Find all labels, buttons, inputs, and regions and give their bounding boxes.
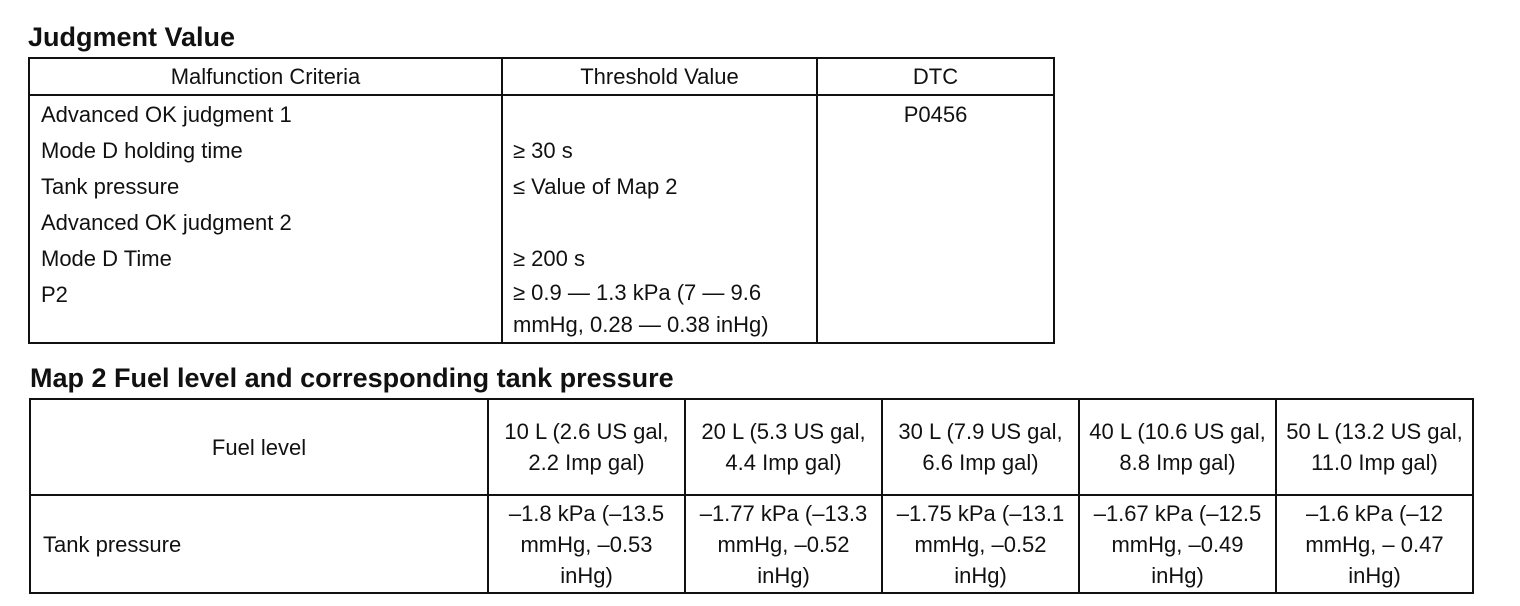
fuel-level-cell: 40 L (10.6 US gal, 8.8 Imp gal): [1078, 398, 1277, 496]
tank-pressure-value: –1.67 kPa (–12.5 mmHg, –0.49 inHg): [1093, 500, 1262, 588]
criteria-item: Advanced OK judgment 2: [41, 210, 292, 235]
fuel-level-value: 30 L (7.9 US gal, 6.6 Imp gal): [898, 419, 1063, 475]
criteria-column: Advanced OK judgment 1 Mode D holding ti…: [28, 94, 503, 344]
criteria-item: Mode D holding time: [41, 138, 243, 163]
fuel-level-value: 50 L (13.2 US gal, 11.0 Imp gal): [1286, 419, 1463, 475]
criteria-item: Mode D Time: [41, 246, 172, 271]
threshold-item: [513, 205, 816, 241]
fuel-level-cell: 20 L (5.3 US gal, 4.4 Imp gal): [684, 398, 883, 496]
criteria-item: Tank pressure: [41, 174, 180, 199]
dtc-column: P0456: [816, 94, 1055, 344]
judgment-header-row: Malfunction Criteria Threshold Value DTC: [28, 57, 1055, 96]
tank-pressure-value: –1.77 kPa (–13.3 mmHg, –0.52 inHg): [699, 500, 868, 588]
judgment-value-heading: Judgment Value: [28, 22, 236, 52]
tank-pressure-cell: –1.67 kPa (–12.5 mmHg, –0.49 inHg): [1078, 494, 1277, 594]
threshold-column: ≥ 30 s ≤ Value of Map 2 ≥ 200 s ≥ 0.9 — …: [501, 94, 818, 344]
threshold-item: ≥ 30 s: [513, 138, 573, 163]
fuel-level-cell: 30 L (7.9 US gal, 6.6 Imp gal): [881, 398, 1080, 496]
map-2-table: Fuel level 10 L (2.6 US gal, 2.2 Imp gal…: [29, 398, 1474, 594]
criteria-item: P2: [41, 282, 68, 307]
tank-pressure-value: –1.75 kPa (–13.1 mmHg, –0.52 inHg): [896, 500, 1065, 588]
header-threshold-value: Threshold Value: [501, 57, 818, 96]
fuel-level-value: 10 L (2.6 US gal, 2.2 Imp gal): [504, 419, 669, 475]
fuel-level-cell: 50 L (13.2 US gal, 11.0 Imp gal): [1275, 398, 1474, 496]
dtc-code: P0456: [903, 102, 968, 127]
judgment-value-table: Malfunction Criteria Threshold Value DTC…: [28, 57, 1055, 344]
tank-pressure-row: Tank pressure –1.8 kPa (–13.5 mmHg, –0.5…: [29, 494, 1474, 594]
tank-pressure-cell: –1.8 kPa (–13.5 mmHg, –0.53 inHg): [487, 494, 686, 594]
header-dtc: DTC: [816, 57, 1055, 96]
fuel-level-value: 20 L (5.3 US gal, 4.4 Imp gal): [701, 419, 866, 475]
tank-pressure-label: Tank pressure: [29, 494, 489, 594]
tank-pressure-cell: –1.6 kPa (–12 mmHg, – 0.47 inHg): [1275, 494, 1474, 594]
threshold-item: [513, 97, 816, 133]
tank-pressure-value: –1.8 kPa (–13.5 mmHg, –0.53 inHg): [508, 500, 665, 588]
threshold-item: ≥ 0.9 — 1.3 kPa (7 — 9.6 mmHg, 0.28 — 0.…: [513, 280, 769, 337]
judgment-body-row: Advanced OK judgment 1 Mode D holding ti…: [28, 94, 1055, 344]
fuel-level-value: 40 L (10.6 US gal, 8.8 Imp gal): [1089, 419, 1266, 475]
tank-pressure-cell: –1.75 kPa (–13.1 mmHg, –0.52 inHg): [881, 494, 1080, 594]
fuel-level-row: Fuel level 10 L (2.6 US gal, 2.2 Imp gal…: [29, 398, 1474, 496]
tank-pressure-cell: –1.77 kPa (–13.3 mmHg, –0.52 inHg): [684, 494, 883, 594]
criteria-item: Advanced OK judgment 1: [41, 102, 292, 127]
map-2-heading: Map 2 Fuel level and corresponding tank …: [30, 363, 674, 393]
tank-pressure-value: –1.6 kPa (–12 mmHg, – 0.47 inHg): [1305, 500, 1444, 588]
header-malfunction-criteria: Malfunction Criteria: [28, 57, 503, 96]
fuel-level-cell: 10 L (2.6 US gal, 2.2 Imp gal): [487, 398, 686, 496]
threshold-item: ≤ Value of Map 2: [513, 174, 678, 199]
fuel-level-label: Fuel level: [29, 398, 489, 496]
threshold-item: ≥ 200 s: [513, 246, 586, 271]
